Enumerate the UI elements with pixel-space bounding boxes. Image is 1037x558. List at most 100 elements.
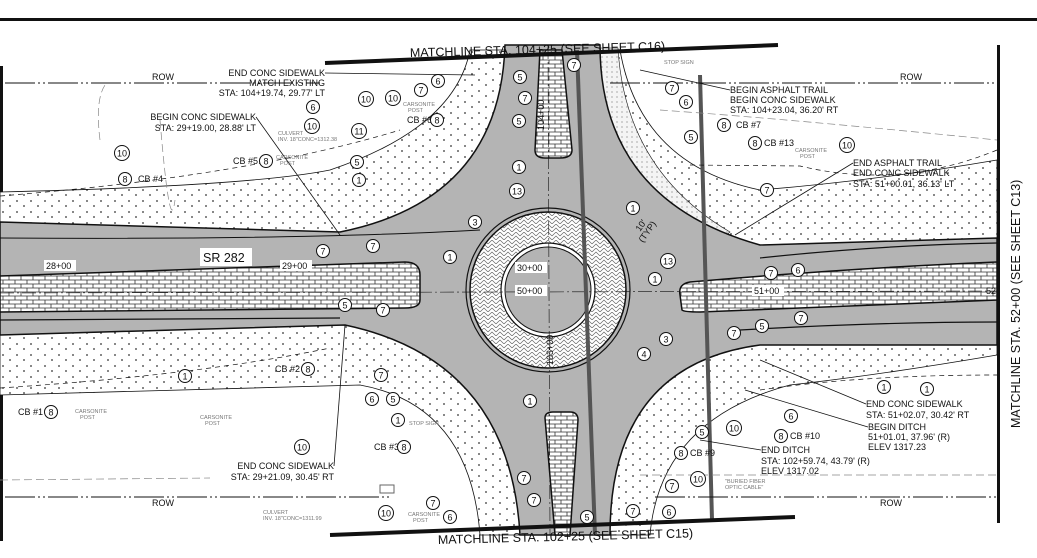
- keynote-callout: 8: [430, 113, 444, 127]
- keynote-callout: 10: [726, 420, 742, 436]
- keynote-bubble: [443, 510, 457, 524]
- keynote-number: 1: [356, 176, 361, 186]
- svg-text:END CONC SIDEWALK: END CONC SIDEWALK: [853, 168, 950, 178]
- keynote-callout: 13: [660, 253, 676, 269]
- keynote-bubble: [659, 332, 673, 346]
- keynote-bubble: [679, 95, 693, 109]
- keynote-number: 4: [641, 350, 646, 360]
- svg-text:ELEV 1317.23: ELEV 1317.23: [868, 442, 926, 452]
- keynote-number: 3: [663, 335, 668, 345]
- keynote-number: 5: [390, 395, 395, 405]
- keynote-bubble: [794, 311, 808, 325]
- keynote-callout: 10: [690, 471, 706, 487]
- road-name-box: [200, 248, 252, 266]
- svg-text:STA: 29+21.09, 30.45' RT: STA: 29+21.09, 30.45' RT: [231, 472, 335, 482]
- culvert-label: INV. 18"CONC=1311.99: [263, 516, 322, 522]
- note-ne-end-trail: END ASPHALT TRAIL END CONC SIDEWALK STA:…: [853, 158, 955, 189]
- keynote-number: 7: [320, 247, 325, 257]
- keynote-bubble: [727, 326, 741, 340]
- matchline-top-line: [324, 43, 779, 65]
- cb-label: CB #1: [18, 407, 43, 417]
- road-name: SR 282: [203, 251, 245, 265]
- svg-text:STA: 102+59.74, 43.79' (R): STA: 102+59.74, 43.79' (R): [761, 456, 870, 466]
- keynote-number: 8: [752, 139, 757, 149]
- station-label: 50+00: [517, 286, 542, 296]
- keynote-number: 5: [516, 117, 521, 127]
- keynote-callout: 5: [755, 319, 769, 333]
- sr282-centerline: [0, 290, 998, 294]
- carsonite-post-label: CARSONITE: [75, 409, 107, 415]
- keynote-bubble: [304, 118, 320, 134]
- svg-text:STA: 104+19.74, 29.77' LT: STA: 104+19.74, 29.77' LT: [219, 88, 326, 98]
- keynote-bubble: [468, 215, 482, 229]
- sw-lane-line: [0, 317, 341, 321]
- culvert-label: CULVERT: [278, 131, 304, 137]
- keynote-bubble: [580, 510, 594, 524]
- keynote-callout: 5: [338, 298, 352, 312]
- keynote-bubble: [791, 263, 805, 277]
- keynote-number: 10: [388, 94, 398, 104]
- keynote-callout: 11: [351, 123, 367, 139]
- keynote-bubble: [695, 425, 709, 439]
- keynote-number: 7: [764, 186, 769, 196]
- keynote-callout: 7: [414, 83, 428, 97]
- culvert-label: INV. 18"CONC=1312.38: [278, 137, 337, 143]
- fiber-label: OPTIC CABLE": [725, 485, 763, 491]
- sheet-right-border: [997, 45, 1000, 523]
- keynote-number: 10: [729, 424, 739, 434]
- keynote-callout: 7: [794, 311, 808, 325]
- keynote-bubble: [374, 368, 388, 382]
- keynote-callout: 8: [774, 429, 788, 443]
- keynote-callout: 8: [259, 154, 273, 168]
- cb-label: CB #6: [407, 115, 432, 125]
- keynote-number: 8: [401, 443, 406, 453]
- keynote-callout: 7: [376, 303, 390, 317]
- cb-label: CB #9: [690, 448, 715, 458]
- keynote-number: 5: [688, 133, 693, 143]
- west-median-island: [0, 261, 421, 313]
- keynote-bubble: [517, 471, 531, 485]
- keynote-number: 6: [447, 513, 452, 523]
- matchline-bottom-label: MATCHLINE STA. 102+25 (SEE SHEET C15): [438, 526, 694, 547]
- keynote-bubble: [509, 183, 525, 199]
- fill-limit-se: [759, 374, 998, 391]
- keynote-bubble: [430, 113, 444, 127]
- keynote-bubble: [648, 272, 662, 286]
- keynote-bubble: [755, 319, 769, 333]
- keynote-callout: 8: [397, 440, 411, 454]
- keynote-callout: 10: [304, 118, 320, 134]
- keynote-bubble: [358, 91, 374, 107]
- keynote-callout: 1: [443, 250, 457, 264]
- keynote-callout: 7: [426, 496, 440, 510]
- keynote-number: 5: [342, 301, 347, 311]
- keynote-number: 8: [305, 365, 310, 375]
- carsonite-post-label: POST: [408, 108, 424, 114]
- note-se-end-ditch: END DITCH STA: 102+59.74, 43.79' (R) ELE…: [761, 445, 870, 476]
- keynote-number: 6: [666, 508, 671, 518]
- ne-lane-line: [759, 242, 998, 259]
- carsonite-post-label: POST: [280, 161, 296, 167]
- keynote-callout: 7: [366, 239, 380, 253]
- keynote-number: 8: [434, 116, 439, 126]
- keynote-bubble: [391, 413, 405, 427]
- keynote-callout: 7: [727, 326, 741, 340]
- keynote-number: 8: [721, 121, 726, 131]
- keynote-callout: 6: [662, 505, 676, 519]
- svg-text:BEGIN CONC SIDEWALK: BEGIN CONC SIDEWALK: [730, 95, 836, 105]
- note-leaders: [255, 69, 869, 467]
- keynote-bubble: [351, 123, 367, 139]
- keynote-bubble: [385, 90, 401, 106]
- keynote-bubble: [259, 154, 273, 168]
- keynote-number: 7: [531, 496, 536, 506]
- keynote-number: 8: [678, 449, 683, 459]
- keynote-callout: 5: [350, 155, 364, 169]
- keynote-number: 6: [788, 412, 793, 422]
- keynote-number: 7: [378, 371, 383, 381]
- matchline-right-label: MATCHLINE STA. 52+00 (SEE SHEET C13): [1009, 180, 1023, 428]
- svg-text:BEGIN ASPHALT TRAIL: BEGIN ASPHALT TRAIL: [730, 85, 828, 95]
- nw-lane-line: [0, 229, 481, 239]
- keynote-number: 1: [447, 253, 452, 263]
- keynote-callout: 6: [365, 392, 379, 406]
- keynote-number: 6: [795, 266, 800, 276]
